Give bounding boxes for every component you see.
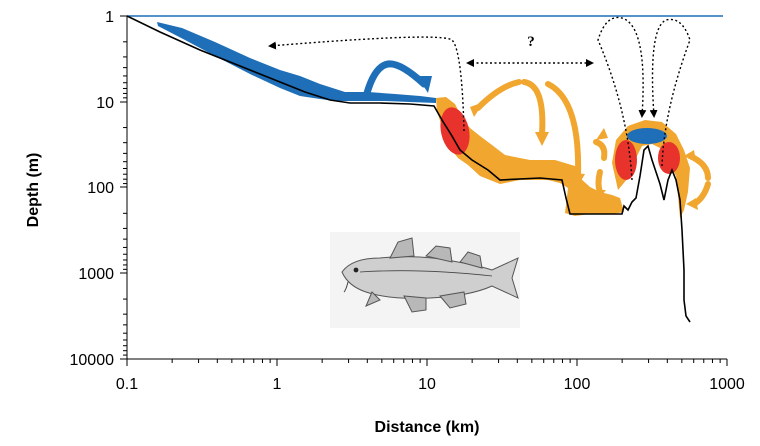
spawning-area-slope	[440, 107, 470, 155]
dotted-migration-arrows	[268, 16, 691, 181]
fish-dorsal-fin	[389, 237, 483, 269]
y-tick-label: 10000	[70, 352, 115, 369]
x-tick-label: 1000	[709, 376, 745, 393]
orange-arrowheads	[470, 102, 698, 210]
uncertain-connection-label: ?	[527, 34, 535, 50]
y-tick-label: 100	[87, 180, 114, 197]
spawning-area-bank-west	[615, 140, 637, 180]
fish-lateral-line	[359, 270, 493, 277]
fish-body	[341, 256, 519, 299]
cod-fish-illustration	[330, 232, 520, 328]
fish-belly-fins	[365, 291, 467, 313]
y-tick-label: 1	[105, 9, 114, 26]
x-tick-label: 100	[564, 376, 591, 393]
seabed-profile	[126, 15, 691, 323]
y-tick-label: 1000	[78, 266, 114, 283]
bank-top-habitat	[627, 128, 667, 144]
x-major-ticks	[126, 359, 728, 366]
y-axis: 1 10 100 1000 10000	[70, 9, 128, 369]
y-minor-ticks	[123, 41, 127, 356]
x-tick-label: 10	[418, 376, 436, 393]
y-axis-title: Depth (m)	[25, 153, 42, 228]
fish-eye	[353, 267, 359, 273]
y-tick-label: 10	[96, 95, 114, 112]
x-minor-ticks	[171, 359, 721, 363]
x-tick-label: 1	[273, 376, 282, 393]
x-axis: 0.1 1 10 100 1000	[116, 358, 745, 393]
spawning-area-bank-east	[658, 142, 680, 174]
shallow-habitat-band	[157, 22, 436, 103]
x-axis-title: Distance (km)	[375, 419, 480, 436]
fish-barbel	[343, 281, 349, 293]
blue-return-arrow	[363, 60, 432, 97]
y-major-ticks	[120, 15, 127, 360]
x-tick-label: 0.1	[116, 376, 138, 393]
